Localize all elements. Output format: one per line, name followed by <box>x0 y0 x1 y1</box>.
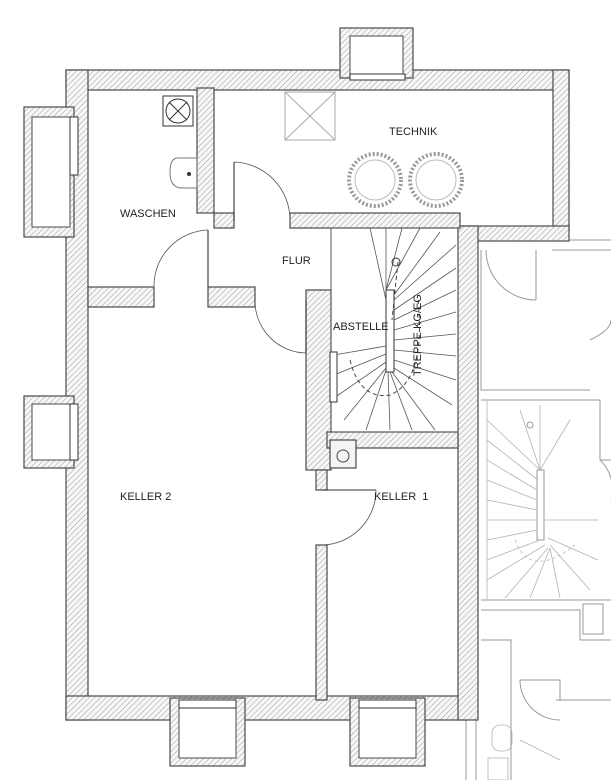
room-label-treppe: TREPPE KG/EG <box>412 294 424 376</box>
room-label-technik: TECHNIK <box>389 126 438 138</box>
door-keller2 <box>254 299 307 354</box>
window-well-bottom-right <box>349 697 426 767</box>
vent-icon <box>162 95 194 127</box>
skylight-shaft-icon <box>284 91 336 141</box>
washbasin-icon <box>169 157 198 189</box>
room-label-abstelle: ABSTELLE <box>333 321 389 333</box>
interior-walls <box>87 87 461 701</box>
room-label-flur: FLUR <box>282 255 311 267</box>
staircase <box>329 227 459 433</box>
window-well-bottom-left <box>169 697 246 767</box>
door-keller1 <box>321 489 377 546</box>
door-waschen <box>153 229 209 288</box>
window-well-left-upper <box>23 106 79 238</box>
room-label-keller2: KELLER 2 <box>120 491 171 503</box>
room-label-waschen: WASCHEN <box>120 208 176 220</box>
tank-icon <box>347 152 464 208</box>
window-well-left-lower <box>23 395 79 469</box>
window-well-top <box>339 27 414 81</box>
room-label-keller1: KELLER 1 <box>374 491 428 503</box>
exterior-walls <box>65 69 570 721</box>
door-technik <box>233 161 291 221</box>
neighbor-unit <box>465 239 611 780</box>
